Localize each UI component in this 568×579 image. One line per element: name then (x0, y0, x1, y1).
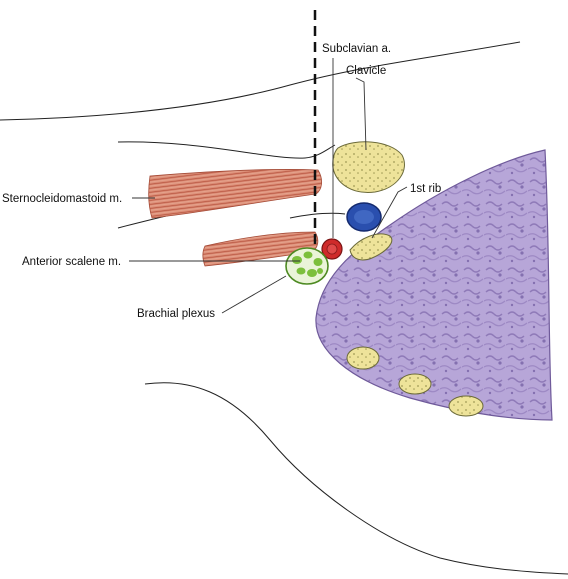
rib-cross-section-1 (346, 346, 380, 370)
label-clavicle: Clavicle (346, 65, 386, 77)
label-brachial-plexus: Brachial plexus (137, 308, 215, 320)
sternocleidomastoid-muscle (148, 169, 322, 219)
rib-cross-section-3 (448, 395, 484, 417)
subclavian-artery-lumen (326, 243, 338, 255)
subclavian-vein-lumen (354, 210, 374, 224)
neck-contour-scalene (289, 212, 346, 219)
label-sternocleidomastoid: Sternocleidomastoid m. (2, 193, 122, 205)
first-rib-bone (349, 233, 393, 261)
brachial-plexus-nerve-bundles (292, 251, 323, 277)
leader-line-clavicle (355, 77, 367, 151)
leader-line-first-rib (371, 186, 408, 239)
rib-cross-section-2 (398, 373, 432, 395)
label-anterior-scalene: Anterior scalene m. (22, 256, 121, 268)
leader-line-brachial-plexus (221, 275, 287, 314)
skin-contour-lower (144, 382, 568, 575)
label-first-rib: 1st rib (410, 183, 441, 195)
neck-contour-sternocleidomastoid-top (117, 141, 336, 159)
skin-contour-upper (0, 41, 521, 121)
label-subclavian-artery: Subclavian a. (322, 43, 391, 55)
clavicle-bone (332, 141, 405, 193)
